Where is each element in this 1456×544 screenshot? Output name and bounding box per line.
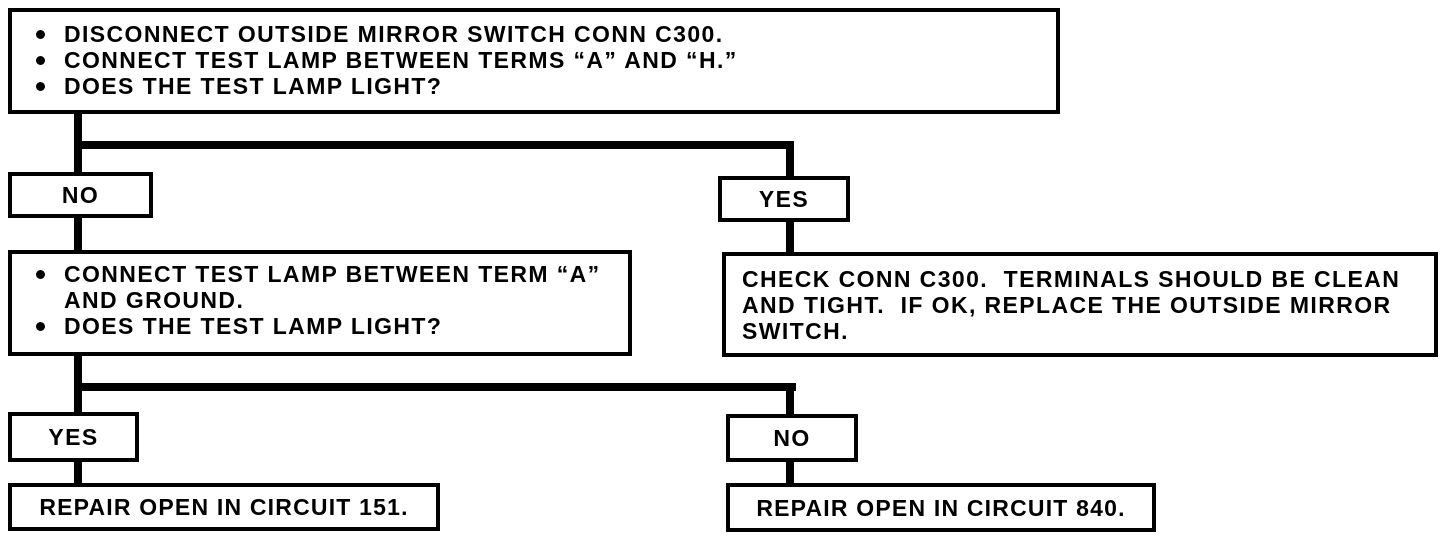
bullet-icon xyxy=(36,82,45,91)
yes-label-level2: YES xyxy=(48,424,99,450)
bullet-item: DOES THE TEST LAMP LIGHT? xyxy=(12,73,1056,99)
connector-no1-to-action xyxy=(74,216,82,254)
connector-no2-to-result xyxy=(786,460,794,487)
bullet-icon xyxy=(36,322,45,331)
bullet-text: DOES THE TEST LAMP LIGHT? xyxy=(64,73,443,99)
bullet-item: CONNECT TEST LAMP BETWEEN TERMS “A” AND … xyxy=(12,47,1056,73)
start-box: DISCONNECT OUTSIDE MIRROR SWITCH CONN C3… xyxy=(8,8,1060,114)
no-box-level1: NO xyxy=(8,172,153,218)
no-label-level2: NO xyxy=(773,425,811,451)
yes-box-level2: YES xyxy=(8,412,139,462)
yes-box-level1: YES xyxy=(718,176,850,222)
no-action-box: CONNECT TEST LAMP BETWEEN TERM “A” AND G… xyxy=(8,250,632,356)
bullet-icon xyxy=(36,30,45,39)
result-box-circuit-840: REPAIR OPEN IN CIRCUIT 840. xyxy=(726,483,1156,532)
start-box-bullets: DISCONNECT OUTSIDE MIRROR SWITCH CONN C3… xyxy=(12,12,1056,99)
connector-yes1-to-action xyxy=(786,220,794,256)
bullet-item: DISCONNECT OUTSIDE MIRROR SWITCH CONN C3… xyxy=(12,21,1056,47)
no-label-level1: NO xyxy=(61,182,100,208)
bullet-item: CONNECT TEST LAMP BETWEEN TERM “A” AND G… xyxy=(12,261,628,313)
result-box-circuit-151: REPAIR OPEN IN CIRCUIT 151. xyxy=(8,483,440,531)
connector-yes2-to-result xyxy=(74,460,82,487)
connector-branch2-to-no xyxy=(786,383,794,418)
result-text-left: REPAIR OPEN IN CIRCUIT 151. xyxy=(39,494,409,520)
bullet-text: DISCONNECT OUTSIDE MIRROR SWITCH CONN C3… xyxy=(64,21,724,47)
bullet-icon xyxy=(36,56,45,65)
connector-branch2-horizontal xyxy=(74,383,796,391)
connector-branch1-horizontal xyxy=(74,141,794,149)
no-action-bullets: CONNECT TEST LAMP BETWEEN TERM “A” AND G… xyxy=(12,254,628,339)
result-text-right: REPAIR OPEN IN CIRCUIT 840. xyxy=(756,494,1126,521)
yes-action-box: CHECK CONN C300. TERMINALS SHOULD BE CLE… xyxy=(722,252,1438,357)
no-box-level2: NO xyxy=(726,414,858,462)
bullet-text: DOES THE TEST LAMP LIGHT? xyxy=(64,313,443,339)
yes-label-level1: YES xyxy=(758,186,810,212)
yes-action-text: CHECK CONN C300. TERMINALS SHOULD BE CLE… xyxy=(742,266,1408,344)
connector-branch1-to-yes xyxy=(786,141,794,180)
bullet-text: CONNECT TEST LAMP BETWEEN TERM “A” AND G… xyxy=(64,261,601,313)
bullet-text: CONNECT TEST LAMP BETWEEN TERMS “A” AND … xyxy=(64,47,738,73)
bullet-item: DOES THE TEST LAMP LIGHT? xyxy=(12,313,628,339)
bullet-icon xyxy=(36,270,45,279)
